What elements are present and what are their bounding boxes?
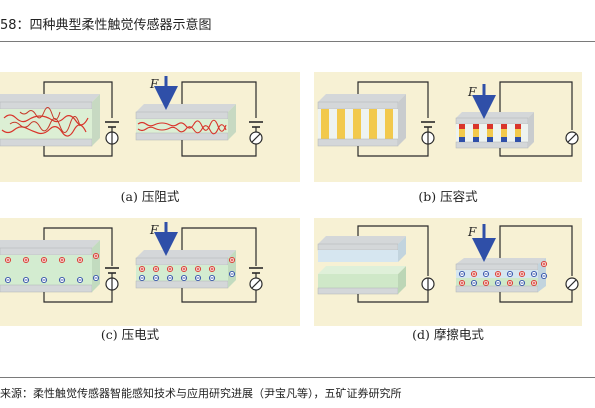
- source-note: 来源：柔性触觉传感器智能感知技术与应用研究进展（尹宝凡等），五矿证券研究所: [0, 387, 402, 400]
- caption-c: (c) 压电式: [101, 327, 160, 342]
- panel-triboelectric: F (d) 摩擦电式: [314, 218, 582, 342]
- force-label: F: [149, 77, 159, 91]
- force-label: F: [467, 225, 477, 239]
- panel-piezoresistive: F (a) 压阻式: [0, 72, 300, 204]
- panel-piezoelectric: F (c) 压电式: [0, 218, 300, 342]
- force-label: F: [149, 223, 159, 237]
- figure-title: 58：四种典型柔性触觉传感器示意图: [0, 18, 212, 33]
- panel-capacitive: F (b) 压容式: [314, 72, 582, 204]
- bottom-rule: [0, 377, 595, 378]
- diagram-panels: F (a) 压阻式: [0, 72, 582, 342]
- force-label: F: [467, 85, 477, 99]
- caption-b: (b) 压容式: [418, 189, 478, 204]
- caption-d: (d) 摩擦电式: [412, 327, 484, 342]
- top-rule: [0, 41, 595, 42]
- caption-a: (a) 压阻式: [121, 189, 180, 204]
